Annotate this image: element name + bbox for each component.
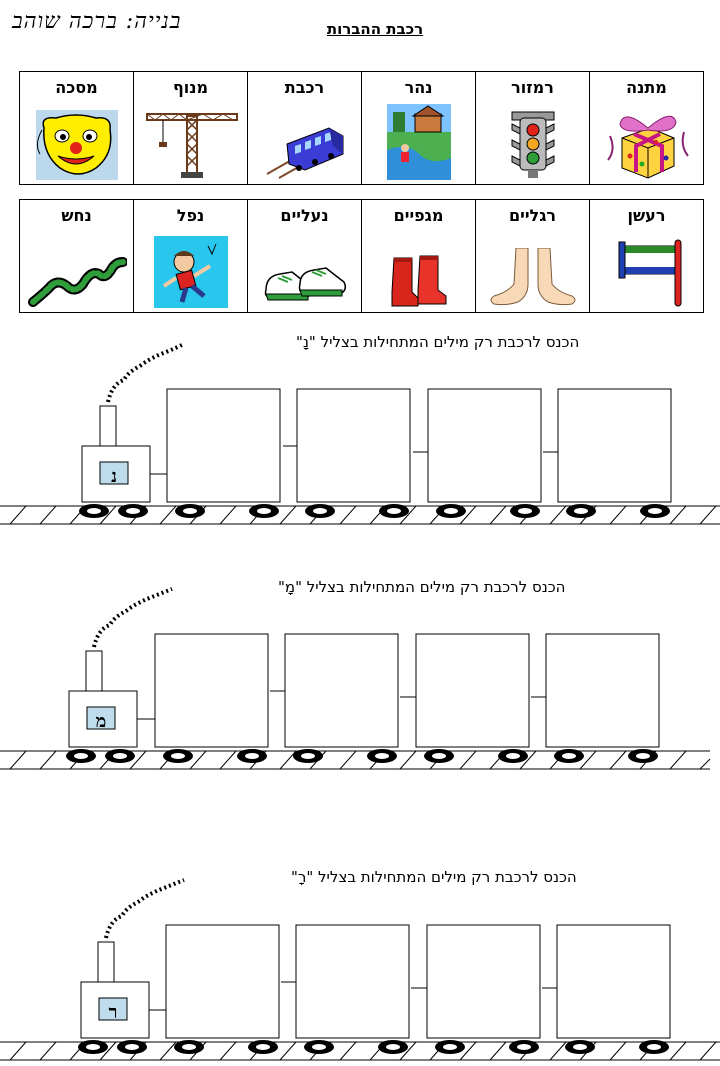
mask-icon (35, 110, 118, 180)
locomotive-letter: ר (109, 1002, 118, 1023)
shoes-icon (264, 267, 346, 301)
locomotive-letter-box (99, 461, 129, 485)
train-instruction: הכנס לרכבת רק מילים המתחילות בצליל "נָ" (296, 333, 580, 351)
card-rattle[interactable]: רעשן (589, 199, 704, 313)
author-credit: בנייה: ברכה שוהב (12, 9, 182, 34)
wagon-slot[interactable] (545, 633, 660, 748)
card-train[interactable]: רכבת (247, 71, 362, 185)
wagon-slot[interactable] (154, 633, 269, 748)
card-snake[interactable]: נחש (19, 199, 134, 313)
wagon-slot[interactable] (165, 924, 280, 1039)
card-gift[interactable]: מתנה (589, 71, 704, 185)
wagon-slot[interactable] (166, 388, 281, 503)
card-word: מגפיים (393, 206, 444, 225)
coupling-arrows (149, 981, 557, 1011)
wagon-slot[interactable] (295, 924, 410, 1039)
train-icon (266, 127, 343, 179)
train-ma: מ (0, 587, 711, 770)
train-ra: ר (0, 878, 720, 1061)
picture-cards-row-2: נחש נפל נעליים (19, 199, 704, 313)
wagon-slot[interactable] (556, 924, 671, 1039)
card-word: מסכה (55, 78, 98, 97)
locomotive-chimney (97, 941, 115, 983)
train-na: נ (0, 342, 720, 525)
train-instruction: הכנס לרכבת רק מילים המתחילות בצליל "מָ" (278, 578, 566, 596)
card-word: נעליים (280, 206, 329, 225)
wagon-slot[interactable] (426, 924, 541, 1039)
card-boots[interactable]: מגפיים (361, 199, 476, 313)
rattle-icon (618, 239, 681, 307)
wagon-slot[interactable] (557, 388, 672, 503)
wagon-slot[interactable] (415, 633, 530, 748)
card-word: נהר (404, 78, 433, 97)
locomotive-chimney (85, 650, 103, 692)
picture-cards-row-1: מסכה מנוף (19, 71, 704, 185)
card-shoes[interactable]: נעליים (247, 199, 362, 313)
card-crane[interactable]: מנוף (133, 71, 248, 185)
wagon-slot[interactable] (284, 633, 399, 748)
wagon-slot[interactable] (296, 388, 411, 503)
train-instruction: הכנס לרכבת רק מילים המתחילות בצליל "רָ" (291, 868, 577, 886)
locomotive-letter-box (86, 706, 116, 730)
locomotive-letter: מ (96, 711, 107, 732)
card-traffic-light[interactable]: רמזור (475, 71, 590, 185)
snake-icon (27, 257, 127, 307)
page-title: רכבת ההברות (326, 20, 424, 38)
card-word: רכבת (284, 78, 325, 97)
card-fell[interactable]: נפל (133, 199, 248, 313)
card-word: מנוף (172, 78, 209, 97)
coupling-arrows (150, 445, 558, 475)
wagon-slot[interactable] (427, 388, 542, 503)
locomotive-chimney (99, 405, 117, 447)
traffic-light-icon (511, 111, 554, 178)
card-word: נחש (61, 206, 92, 225)
card-legs[interactable]: רגליים (475, 199, 590, 313)
card-word: רעשן (627, 206, 666, 225)
gift-icon (606, 115, 689, 179)
card-word: נפל (176, 206, 205, 225)
falling-boy-icon (153, 236, 228, 308)
locomotive-letter-box (98, 997, 128, 1021)
crane-icon (145, 113, 238, 178)
feet-icon (490, 248, 575, 306)
coupling-arrows (137, 690, 546, 720)
card-word: מתנה (626, 78, 667, 97)
card-river[interactable]: נהר (361, 71, 476, 185)
locomotive-letter: נ (111, 466, 117, 487)
card-mask[interactable]: מסכה (19, 71, 134, 185)
card-word: רגליים (508, 206, 557, 225)
card-word: רמזור (511, 78, 554, 97)
river-icon (386, 104, 451, 180)
boots-icon (391, 255, 446, 307)
